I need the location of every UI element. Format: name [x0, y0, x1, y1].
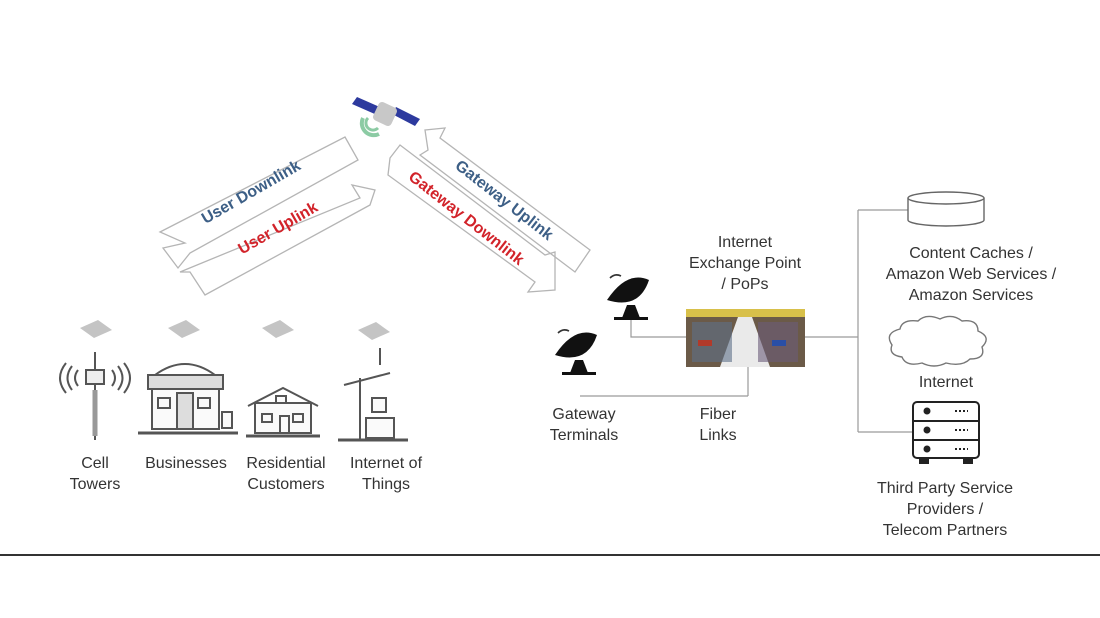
storefront-icon	[138, 363, 238, 435]
gateway-dish-icon-1	[607, 274, 649, 320]
terminal-pad-iot	[358, 322, 390, 340]
internet-label: Internet	[918, 374, 974, 391]
endpoint-label-iot: Internet of Things	[349, 455, 423, 493]
server-icon	[912, 401, 980, 464]
gateway-uplink-arrow	[418, 127, 591, 273]
iot-pole-icon	[338, 348, 408, 442]
content-caches-label: Content Caches / Amazon Web Services / A…	[885, 245, 1057, 304]
datacenter-image	[686, 309, 805, 367]
user-downlink-arrow	[158, 136, 359, 270]
endpoint-label-cell-towers: Cell Towers	[69, 455, 121, 493]
user-uplink-arrow	[179, 184, 376, 296]
gateway-terminals-label: Gateway Terminals	[549, 406, 619, 444]
partners-label: Third Party Service Providers / Telecom …	[876, 480, 1014, 539]
fiber-links-label: Fiber Links	[699, 406, 737, 444]
page-divider	[0, 554, 1100, 556]
satellite-icon	[352, 97, 420, 138]
gateway-downlink-arrow	[387, 144, 556, 293]
terminal-pads	[80, 320, 390, 340]
terminal-pad-cell	[80, 320, 112, 338]
cell-tower-icon	[59, 352, 131, 440]
terminal-pad-residential	[262, 320, 294, 338]
ixp-label: Internet Exchange Point / PoPs	[688, 234, 802, 293]
gateway-dish-icon-2	[555, 329, 597, 375]
terminal-pad-business	[168, 320, 200, 338]
dish-to-ixp-line	[630, 320, 686, 338]
database-icon	[907, 191, 985, 227]
endpoint-label-residential: Residential Customers	[246, 455, 326, 493]
connector-lines	[580, 209, 912, 433]
cloud-icon	[888, 315, 987, 367]
endpoint-label-businesses: Businesses	[145, 455, 227, 472]
house-icon	[246, 386, 320, 438]
